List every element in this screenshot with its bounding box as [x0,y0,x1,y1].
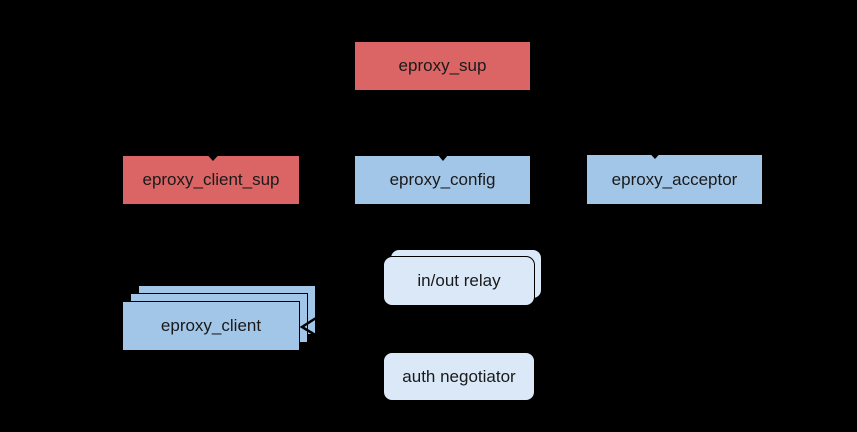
node-label: eproxy_client_sup [142,170,280,189]
diagram-node-eproxy-sup: eproxy_sup [354,41,531,91]
node-label: in/out relay [417,271,501,290]
diagram-node-eproxy-client-sup: eproxy_client_sup [122,155,300,205]
diagram-node-eproxy-client: eproxy_client [122,301,300,351]
node-label: auth negotiator [402,366,516,386]
node-label: eproxy_config [389,170,496,189]
diagram-node-eproxy-acceptor: eproxy_acceptor [586,154,763,205]
node-label: eproxy_sup [398,56,487,75]
edge-sup-to-acceptor [443,119,656,149]
node-label: eproxy_acceptor [611,169,738,189]
diagram-node-in-out-relay: in/out relay [383,256,535,306]
diagram-node-auth-negotiator: auth negotiator [383,352,535,401]
edge-sup-to-client-sup [212,119,443,150]
diagram-node-eproxy-config: eproxy_config [354,155,531,205]
node-label: eproxy_client [160,316,262,335]
edge-relay-to-client [304,280,383,328]
